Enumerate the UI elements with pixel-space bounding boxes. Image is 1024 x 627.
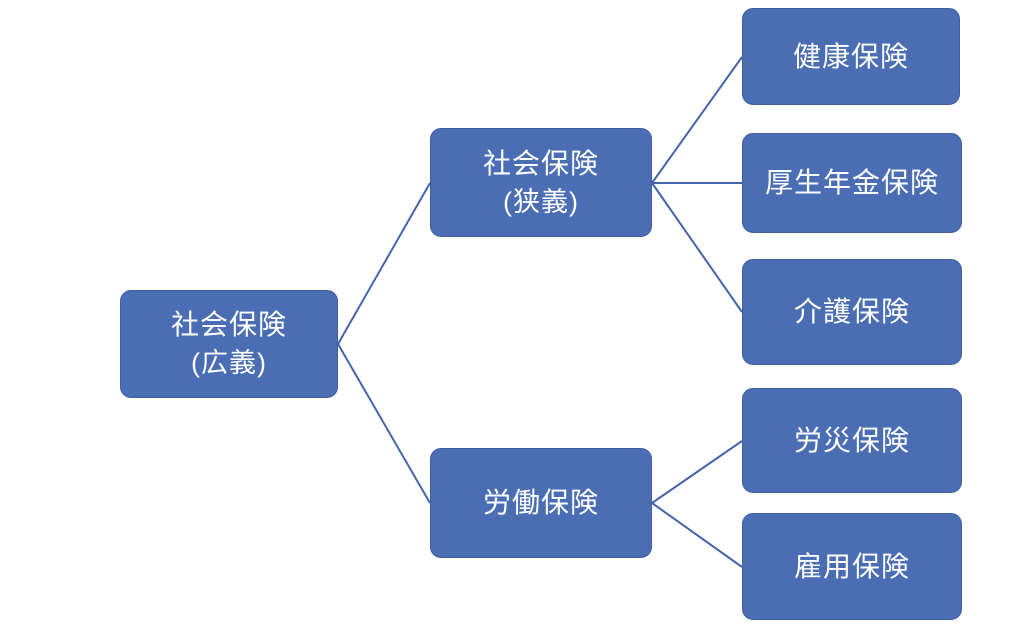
node-social-insurance-broad: 社会保険 (広義) bbox=[120, 290, 338, 398]
connector-line bbox=[651, 182, 743, 313]
node-sublabel: (狭義) bbox=[503, 186, 579, 217]
node-employees-pension-insurance: 厚生年金保険 bbox=[742, 133, 962, 233]
connector-line bbox=[651, 440, 743, 504]
node-label: 厚生年金保険 bbox=[764, 167, 939, 198]
node-sublabel: (広義) bbox=[191, 348, 267, 378]
node-label: 労災保険 bbox=[793, 424, 910, 456]
node-label: 社会保険 bbox=[482, 147, 599, 179]
node-label: 健康保険 bbox=[792, 40, 909, 72]
connector-line bbox=[337, 343, 431, 504]
node-workers-accident-insurance: 労災保険 bbox=[742, 388, 962, 493]
node-label: 労働保険 bbox=[482, 487, 599, 518]
connector-line bbox=[337, 182, 431, 345]
node-nursing-care-insurance: 介護保険 bbox=[742, 259, 962, 365]
connector-line bbox=[651, 56, 743, 184]
node-employment-insurance: 雇用保険 bbox=[742, 513, 962, 620]
node-social-insurance-narrow: 社会保険 (狭義) bbox=[430, 128, 652, 237]
node-label: 社会保険 bbox=[170, 309, 287, 340]
node-label: 介護保険 bbox=[793, 296, 910, 327]
connector-line bbox=[651, 502, 743, 568]
node-labor-insurance: 労働保険 bbox=[430, 448, 652, 558]
node-health-insurance: 健康保険 bbox=[742, 8, 960, 105]
node-label: 雇用保険 bbox=[793, 550, 910, 582]
